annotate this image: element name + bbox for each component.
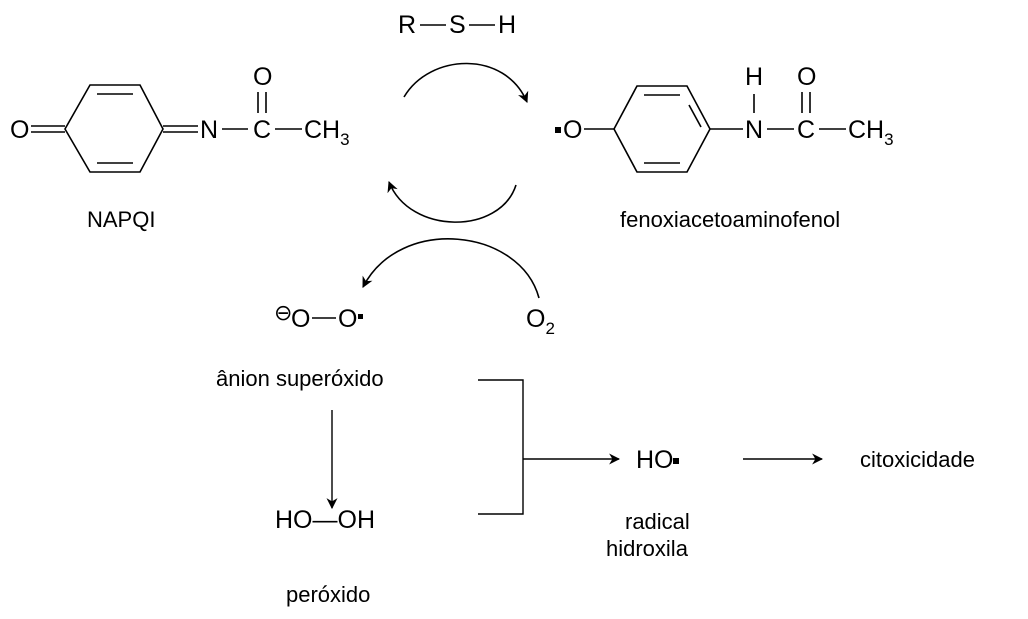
s-atom: S [449, 11, 466, 39]
phenyl-double-right [688, 104, 702, 128]
radical-dot [358, 314, 363, 319]
phenyl-ring [613, 85, 711, 173]
superoxide-o2-atom: O [338, 305, 357, 333]
peroxide-label: peróxido [286, 582, 370, 607]
radical-dot [555, 127, 561, 133]
h-atom: H [498, 11, 516, 39]
superoxide-species: ⊖ O O ânion superóxido [216, 300, 384, 391]
hydroxyl-label-line2: hidroxila [606, 536, 689, 561]
combination-bracket [478, 379, 524, 515]
fenoxi-methyl: CH3 [848, 116, 894, 149]
napqi-label: NAPQI [87, 207, 155, 232]
superoxide-o1-atom: O [291, 305, 310, 333]
fenoxi-c-atom: C [797, 116, 815, 144]
fenoxi-n-atom: N [745, 116, 763, 144]
quinone-ring [64, 84, 164, 173]
napqi-n-atom: N [200, 116, 218, 144]
fenoxiacetoaminofenol-molecule: O N H C O CH3 fenoxiacetoaminofenol [555, 63, 894, 232]
negative-charge-icon: ⊖ [274, 300, 292, 325]
peroxide-formula: HO—OH [275, 506, 375, 534]
r-atom: R [398, 11, 416, 39]
hydroxyl-label-line1: radical [625, 509, 690, 534]
superoxide-label: ânion superóxido [216, 366, 384, 391]
fenoxi-o-atom: O [563, 116, 582, 144]
citoxicidade-label: citoxicidade [860, 447, 975, 472]
radical-dot [673, 458, 679, 464]
napqi-methyl: CH3 [304, 116, 350, 149]
napqi-molecule: O N C O CH3 NAPQI [10, 63, 350, 232]
regeneration-curved-arrow [387, 180, 517, 223]
thiol-reagent: R S H [398, 11, 516, 39]
napqi-c-atom: C [253, 116, 271, 144]
fenoxi-h-atom: H [745, 63, 763, 91]
superoxide-curved-arrow [362, 238, 540, 299]
fenoxi-label: fenoxiacetoaminofenol [620, 207, 840, 232]
napqi-o-atom: O [10, 116, 29, 144]
fenoxi-o-top-atom: O [797, 63, 816, 91]
dioxygen: O2 [526, 305, 555, 338]
oxidation-curved-arrow [403, 62, 529, 104]
napqi-o-top-atom: O [253, 63, 272, 91]
hydroxyl-formula: HO [636, 446, 674, 474]
